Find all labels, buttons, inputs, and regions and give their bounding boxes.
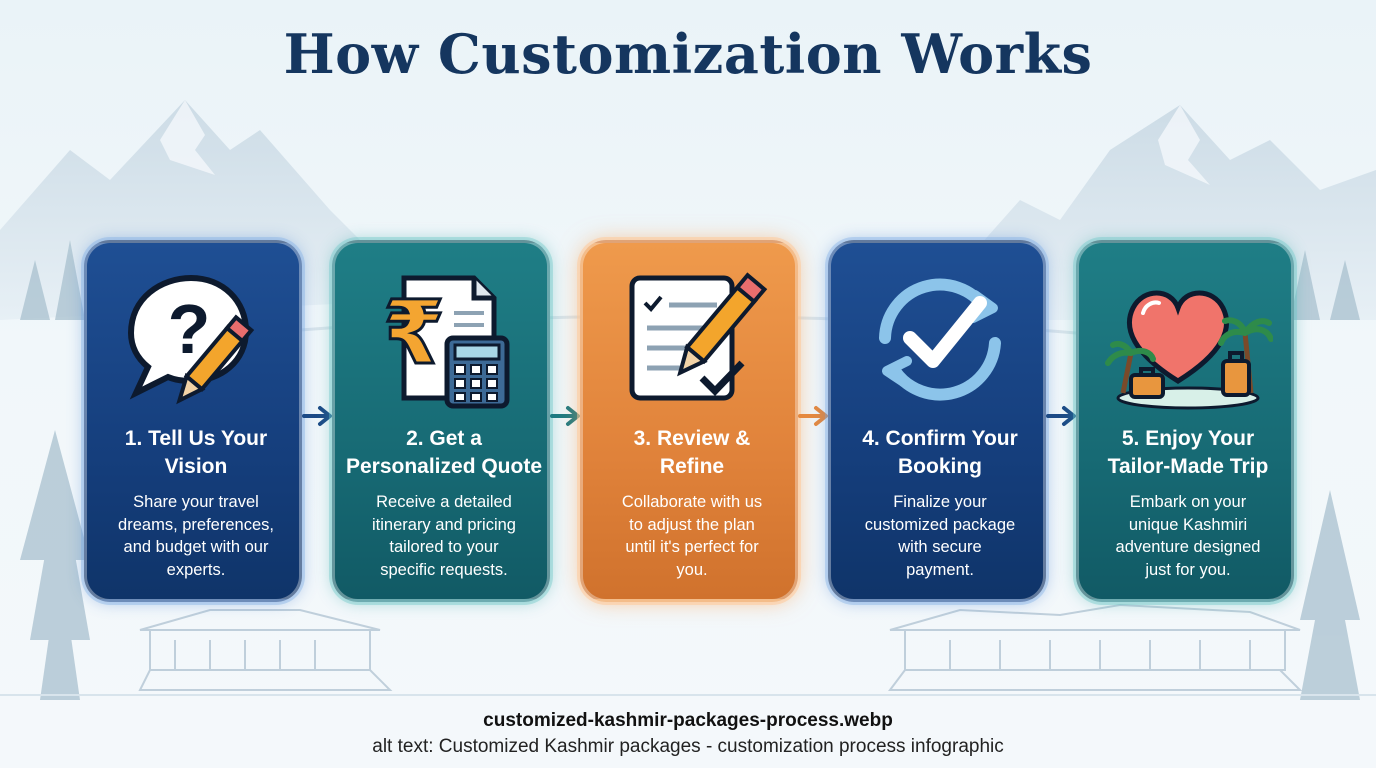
arrow-right-icon: [1046, 406, 1076, 426]
left-pine-trees: [20, 240, 90, 700]
arrow-right-icon: [550, 406, 580, 426]
question-speech-bubble-pencil-icon: ?: [127, 274, 255, 405]
image-alt-text: alt text: Customized Kashmir packages - …: [372, 736, 1004, 757]
right-houseboat: [888, 603, 1303, 691]
checklist-pencil-icon: [629, 272, 768, 401]
circular-arrows-checkmark-icon: [879, 278, 1001, 401]
svg-text:₹: ₹: [383, 281, 444, 384]
rupee-document-calculator-icon: ₹: [382, 275, 510, 409]
left-houseboat: [138, 609, 393, 691]
right-pine-trees: [1290, 250, 1360, 700]
step-title-3: 3. Review &Refine: [633, 427, 751, 478]
page-title: How Customization Works: [283, 22, 1093, 86]
arrow-right-icon: [798, 406, 828, 426]
image-filename: customized-kashmir-packages-process.webp: [483, 710, 893, 731]
heart-luggage-palm-island-icon: [1105, 290, 1273, 410]
arrow-right-icon: [302, 406, 332, 426]
